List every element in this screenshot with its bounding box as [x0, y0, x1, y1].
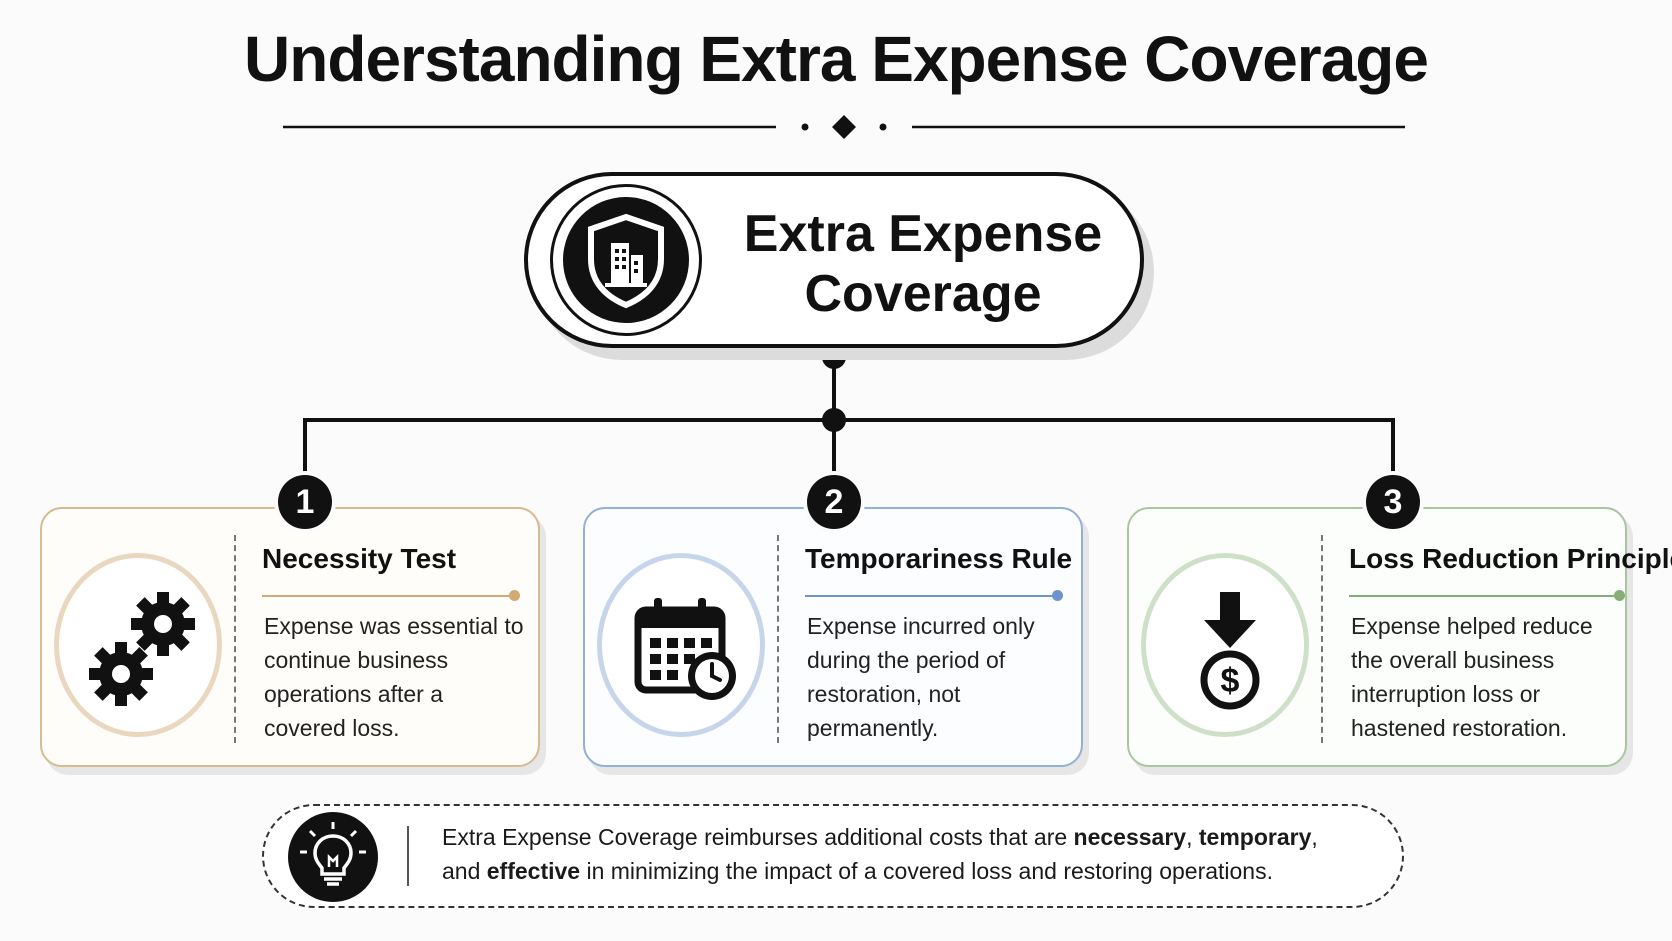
note-divider — [407, 826, 409, 886]
lightbulb-icon — [288, 812, 378, 902]
card-description: Expense was essential to continue busine… — [264, 613, 524, 741]
hub-label-line2: Coverage — [804, 265, 1042, 323]
card-description: Expense incurred only during the period … — [807, 613, 1035, 741]
note-text: Extra Expense Coverage reimburses additi… — [442, 824, 1318, 884]
card-divider — [777, 535, 779, 743]
card-icon-ring: $ — [1141, 553, 1309, 737]
card-title: Necessity Test — [262, 543, 457, 574]
card-divider — [1321, 535, 1323, 743]
card-loss-reduction-principle: $ Loss Reduction Principle Expense helpe… — [1127, 507, 1672, 767]
step-number-badge: 1 — [278, 475, 332, 529]
summary-note: Extra Expense Coverage reimburses additi… — [262, 804, 1404, 908]
card-divider — [234, 535, 236, 743]
svg-text:$: $ — [1221, 662, 1240, 700]
title-divider — [283, 115, 1405, 139]
arrow-down-dollar-icon: $ — [1200, 592, 1260, 710]
card-icon-ring — [597, 553, 765, 737]
hub-label: Extra Expense Coverage — [728, 204, 1118, 324]
calendar-clock-icon — [634, 598, 736, 700]
card-title-rule — [805, 589, 1063, 603]
card-temporariness-rule: Temporariness Rule Expense incurred only… — [583, 507, 1083, 767]
gears-icon — [89, 592, 195, 706]
card-title-rule — [262, 589, 520, 603]
card-description: Expense helped reduce the overall busine… — [1351, 613, 1593, 741]
card-title: Loss Reduction Principle — [1349, 543, 1672, 574]
card-necessity-test: Necessity Test Expense was essential to … — [40, 507, 540, 767]
card-title-rule — [1349, 589, 1625, 603]
page-title: Understanding Extra Expense Coverage — [244, 23, 1429, 95]
step-number-badge: 2 — [807, 475, 861, 529]
step-number-badge: 3 — [1366, 475, 1420, 529]
card-title: Temporariness Rule — [805, 543, 1073, 574]
central-concept-node: Extra Expense Coverage — [524, 172, 1144, 348]
hub-icon-ring — [550, 184, 702, 336]
card-icon-ring — [54, 553, 222, 737]
hub-label-line1: Extra Expense — [743, 205, 1103, 263]
shield-building-icon — [563, 197, 689, 323]
